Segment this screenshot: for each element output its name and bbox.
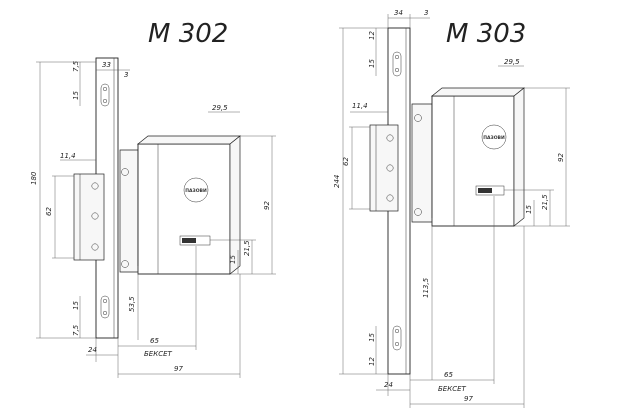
dim-65: 65 <box>150 337 159 345</box>
dim-92-r: 92 <box>557 153 565 162</box>
dim-180: 180 <box>30 171 38 185</box>
dim-15b-r: 15 <box>525 205 533 214</box>
backset-label-m302: БЕКСЕТ <box>144 350 173 358</box>
title-m302: M 302 <box>148 19 228 49</box>
dim-65-r: 65 <box>444 371 453 379</box>
faceplate-slots-m303 <box>392 51 402 351</box>
dim-top-15-r: 15 <box>368 59 376 68</box>
brand-badge-m302 <box>183 177 209 203</box>
dim-top-12: 12 <box>368 31 376 40</box>
body-side-m302 <box>119 149 139 273</box>
dim-3-r: 3 <box>424 9 428 17</box>
dim-11-4: 11,4 <box>60 152 76 160</box>
lock-body-m303 <box>431 95 515 227</box>
brand-text-m303: ПАЗОВИ <box>483 135 505 141</box>
strike-plate-m303 <box>369 124 399 212</box>
dim-24: 24 <box>88 346 97 354</box>
dim-bot-15: 15 <box>72 301 80 310</box>
dim-21-5-r: 21,5 <box>541 194 549 210</box>
keyhole-m303 <box>475 185 505 196</box>
dim-11-4-r: 11,4 <box>352 102 368 110</box>
lock-body-m302 <box>137 143 231 275</box>
drawing-m302: M 302 ПАЗОВИ <box>30 19 276 378</box>
dim-244: 244 <box>333 175 341 188</box>
brand-text-m302: ПАЗОВИ <box>185 188 207 194</box>
dim-bot-7-5: 7,5 <box>72 324 80 336</box>
dim-bot-12: 12 <box>368 357 376 366</box>
keyhole-m302 <box>179 235 211 246</box>
dim-21-5: 21,5 <box>243 240 251 256</box>
dim-15b: 15 <box>229 255 237 264</box>
dimensions-m302: 180 62 7,5 15 15 7,5 33 3 11,4 29,5 <box>30 60 276 378</box>
dim-top-15: 15 <box>72 91 80 100</box>
dim-62: 62 <box>45 207 53 216</box>
dim-bot-15-r: 15 <box>368 333 376 342</box>
dim-97: 97 <box>174 365 183 373</box>
dimensions-m303: 34 3 12 15 29,5 244 62 11,4 92 <box>333 9 570 408</box>
dim-34: 34 <box>394 9 403 17</box>
dim-92: 92 <box>263 201 271 210</box>
dim-29-5: 29,5 <box>212 104 228 112</box>
dim-3: 3 <box>124 71 128 79</box>
dim-33: 33 <box>102 61 111 69</box>
dim-62-r: 62 <box>342 157 350 166</box>
dim-53-5: 53,5 <box>128 296 136 312</box>
backset-label-m303: БЕКСЕТ <box>438 385 467 393</box>
brand-badge-m303 <box>481 124 507 150</box>
drawing-m303: M 303 ПАЗОВИ <box>333 9 570 408</box>
dim-113-5: 113,5 <box>422 277 430 298</box>
strike-plate-m302 <box>73 173 105 261</box>
body-side-m303 <box>411 103 433 223</box>
title-m303: M 303 <box>446 19 526 49</box>
dim-24-r: 24 <box>384 381 393 389</box>
dim-97-r: 97 <box>464 395 473 403</box>
faceplate-slots-m302 <box>100 83 110 319</box>
dim-top-7-5: 7,5 <box>72 60 80 72</box>
dim-29-5-r: 29,5 <box>504 58 520 66</box>
